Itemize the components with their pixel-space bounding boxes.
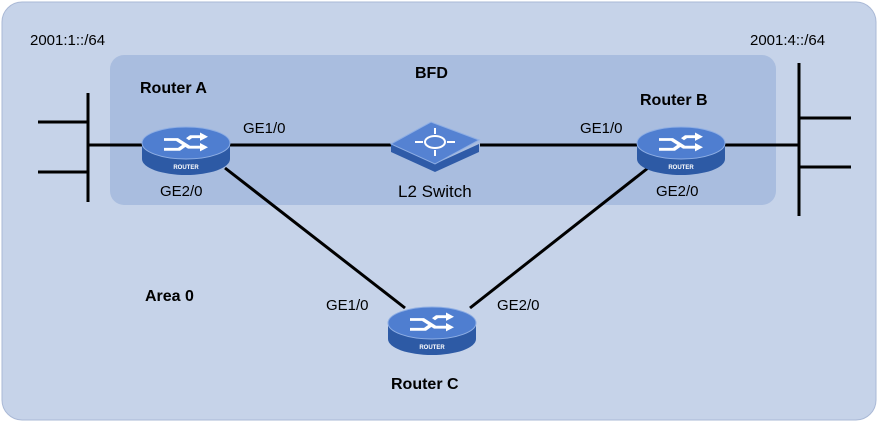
router-a-ge1-label: GE1/0	[243, 120, 286, 137]
router-a-name: Router A	[140, 80, 207, 97]
left-network-segment	[38, 93, 90, 202]
router-c-ge2-label: GE2/0	[497, 297, 540, 314]
left-network-label: 2001:1::/64	[30, 32, 105, 49]
router-b-name: Router B	[640, 92, 708, 109]
right-network-segment	[797, 63, 851, 216]
router-a-badge: ROUTER	[173, 165, 199, 171]
router-b-ge1-label: GE1/0	[580, 120, 623, 137]
router-b-badge: ROUTER	[668, 165, 694, 171]
router-c-name: Router C	[391, 376, 459, 393]
router-c-badge: ROUTER	[419, 345, 445, 351]
area-label: Area 0	[145, 288, 194, 305]
router-b-ge2-label: GE2/0	[656, 183, 699, 200]
bfd-label: BFD	[415, 65, 448, 82]
links	[88, 143, 799, 310]
router-a-icon[interactable]: ROUTER	[141, 126, 231, 175]
link-a-c	[224, 166, 406, 310]
right-network-label: 2001:4::/64	[750, 32, 825, 49]
l2-switch-icon[interactable]	[389, 121, 481, 172]
l2-switch-name: L2 Switch	[398, 182, 472, 201]
router-c-ge1-label: GE1/0	[326, 297, 369, 314]
router-c-icon[interactable]: ROUTER	[387, 306, 477, 355]
router-a-ge2-label: GE2/0	[160, 183, 203, 200]
router-b-icon[interactable]: ROUTER	[636, 126, 726, 175]
link-b-c	[469, 166, 649, 310]
